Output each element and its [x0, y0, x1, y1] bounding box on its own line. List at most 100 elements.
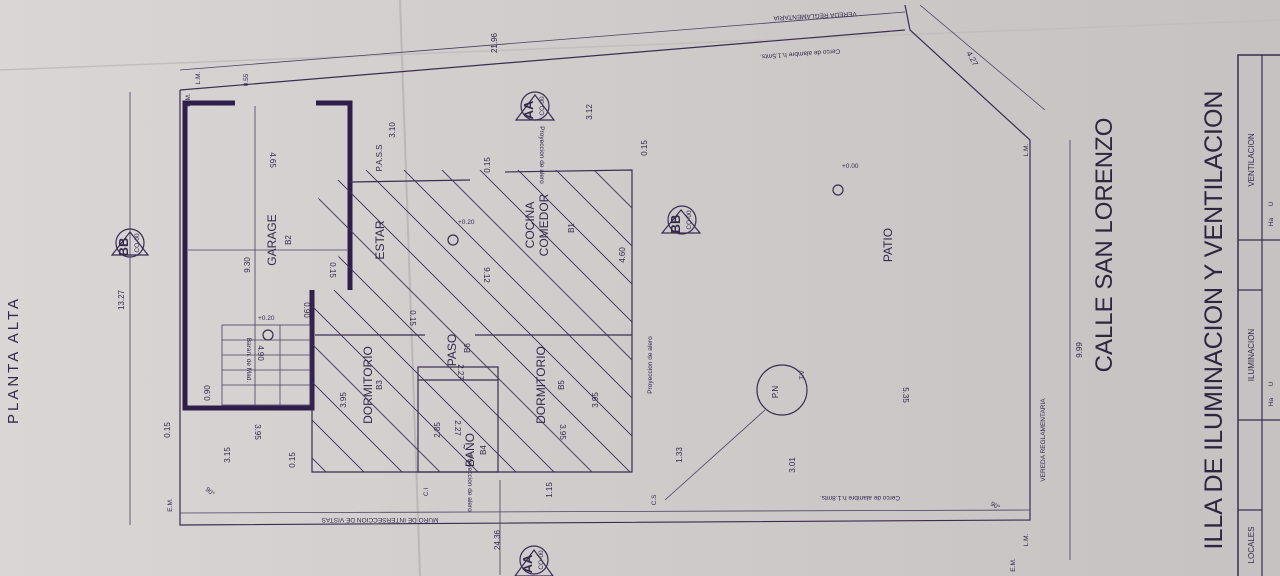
- svg-text:B2: B2: [284, 235, 293, 245]
- svg-text:B1: B1: [567, 223, 576, 233]
- svg-text:CO-00: CO-00: [539, 96, 546, 116]
- area-patio: PATIO: [881, 228, 895, 262]
- svg-text:Proyeccion de alero: Proyeccion de alero: [538, 126, 545, 184]
- svg-text:B3: B3: [375, 380, 384, 390]
- hatch-line: [431, 170, 632, 472]
- svg-text:E.M.: E.M.: [1010, 558, 1017, 572]
- svg-text:U: U: [1268, 201, 1275, 206]
- svg-text:3.95: 3.95: [558, 424, 567, 440]
- svg-text:VEREDA REGLAMENTARIA: VEREDA REGLAMENTARIA: [773, 10, 857, 21]
- svg-text:MURO DE INTERSECCION DE VISTAS: MURO DE INTERSECCION DE VISTAS: [321, 516, 439, 523]
- hatch-line: [312, 170, 535, 472]
- svg-text:B5: B5: [557, 380, 566, 390]
- svg-text:COMEDOR: COMEDOR: [537, 193, 551, 256]
- street-name: CALLE SAN LORENZO: [1091, 118, 1118, 373]
- svg-text:3.10: 3.10: [388, 122, 397, 138]
- svg-text:0.15: 0.15: [163, 422, 172, 438]
- svg-text:13.27: 13.27: [117, 289, 126, 310]
- svg-text:4.65: 4.65: [268, 152, 277, 168]
- room-paso: PASO: [445, 334, 459, 366]
- hatch-line: [355, 170, 632, 472]
- svg-text:4.90: 4.90: [256, 345, 265, 361]
- svg-text:P.A.S.S: P.A.S.S: [375, 145, 384, 172]
- hatch-line: [312, 170, 497, 472]
- svg-text:LOCALES: LOCALES: [1247, 527, 1256, 564]
- svg-text:B6: B6: [463, 343, 472, 353]
- svg-text:4.60: 4.60: [618, 247, 627, 263]
- svg-text:3.01: 3.01: [788, 457, 797, 473]
- hatch-line: [312, 170, 383, 472]
- svg-text:0.55: 0.55: [243, 73, 250, 86]
- svg-text:+0.20: +0.20: [458, 219, 475, 226]
- hatch-line: [317, 170, 632, 472]
- svg-text:0.90: 0.90: [302, 302, 311, 318]
- hatch-line: [312, 170, 421, 472]
- svg-text:C.I: C.I: [423, 488, 430, 497]
- svg-text:P.N: P.N: [771, 386, 780, 399]
- svg-text:0.15: 0.15: [640, 140, 649, 156]
- svg-text:1.33: 1.33: [675, 447, 684, 463]
- svg-text:Cerco de alambre h.1.8mts.: Cerco de alambre h.1.8mts.: [820, 494, 900, 501]
- svg-text:B4: B4: [479, 445, 488, 455]
- svg-text:9.99: 9.99: [1075, 342, 1084, 358]
- section-mark-bb-right: BB CO-00: [660, 205, 702, 235]
- hatch-line: [393, 170, 632, 472]
- svg-text:C.S: C.S: [651, 494, 658, 506]
- svg-text:Ha: Ha: [1268, 217, 1275, 226]
- stairs: [221, 324, 311, 406]
- svg-text:BB: BB: [116, 238, 131, 257]
- section-mark-aa-top: AA CO-00: [514, 91, 556, 121]
- section-mark-aa-bottom: AA CO-00: [514, 545, 554, 576]
- svg-text:Baran. de Mad.: Baran. de Mad.: [245, 338, 252, 383]
- svg-text:0.15: 0.15: [288, 452, 297, 468]
- svg-text:L.M.: L.M.: [195, 71, 202, 84]
- svg-text:CO-00: CO-00: [686, 210, 693, 230]
- table-title: ILLA DE ILUMINACION Y VENTILACION: [1200, 91, 1228, 550]
- svg-text:0.15: 0.15: [328, 262, 337, 278]
- svg-text:+0.20: +0.20: [258, 315, 275, 322]
- ventilation-table: LOCALES ILUMINACION VENTILACION Ha U Ha …: [1237, 54, 1280, 576]
- svg-text:0.15: 0.15: [483, 157, 492, 173]
- svg-text:VENTILACION: VENTILACION: [1247, 133, 1256, 187]
- hatch-line: [469, 170, 632, 472]
- room-labels: GARAGE B2 ESTAR P.A.S.S COCINA COMEDOR B…: [265, 145, 895, 468]
- svg-text:ILUMINACION: ILUMINACION: [1247, 329, 1256, 382]
- room-dormitorio-b3: DORMITORIO: [361, 346, 375, 424]
- paper-fold: [399, 0, 421, 576]
- room-garage: GARAGE: [265, 214, 279, 265]
- rooms-outline: [311, 169, 633, 473]
- hatch-line: [312, 170, 459, 472]
- svg-text:BB: BB: [668, 215, 683, 234]
- plan-notes: Proyeccion de alero Proyeccion de alero …: [167, 10, 1047, 572]
- svg-text:VEREDA REGLAMENTARIA: VEREDA REGLAMENTARIA: [1040, 398, 1047, 482]
- plan-title: PLANTA ALTA: [5, 296, 22, 424]
- svg-text:Proyeccion de alero: Proyeccion de alero: [466, 454, 473, 512]
- room-dormitorio-b5: DORMITORIO: [534, 346, 548, 424]
- svg-text:1.15: 1.15: [545, 482, 554, 498]
- svg-text:2.27: 2.27: [453, 420, 462, 436]
- svg-text:AA: AA: [521, 100, 536, 119]
- svg-text:U: U: [1268, 381, 1275, 386]
- room-estar: ESTAR: [373, 220, 387, 259]
- svg-text:3.15: 3.15: [223, 447, 232, 463]
- hatch-line: [545, 170, 632, 472]
- dimension-labels: 13.27 9.30 4.65 3.10 3.12 0.15 0.15 0.15…: [117, 32, 1084, 550]
- site-boundary: [129, 4, 1071, 575]
- svg-text:3.12: 3.12: [585, 104, 594, 120]
- svg-text:2.27: 2.27: [456, 364, 465, 380]
- svg-text:21.96: 21.96: [490, 32, 499, 53]
- level-marks: +0.20 +0.20 +0.00: [258, 163, 859, 341]
- svg-text:Proyeccion de alero: Proyeccion de alero: [647, 336, 654, 394]
- svg-text:L.M.: L.M.: [1023, 533, 1030, 546]
- svg-text:3.95: 3.95: [591, 392, 600, 408]
- svg-text:AA: AA: [520, 554, 535, 573]
- room-bano: BAÑO: [463, 433, 477, 467]
- hatch-line: [312, 170, 611, 472]
- svg-text:CO-00: CO-00: [538, 550, 545, 570]
- svg-text:3.95: 3.95: [253, 424, 262, 440]
- svg-text:Ha: Ha: [1268, 397, 1275, 406]
- hatch-line: [312, 170, 573, 472]
- svg-text:E.M.: E.M.: [167, 498, 174, 512]
